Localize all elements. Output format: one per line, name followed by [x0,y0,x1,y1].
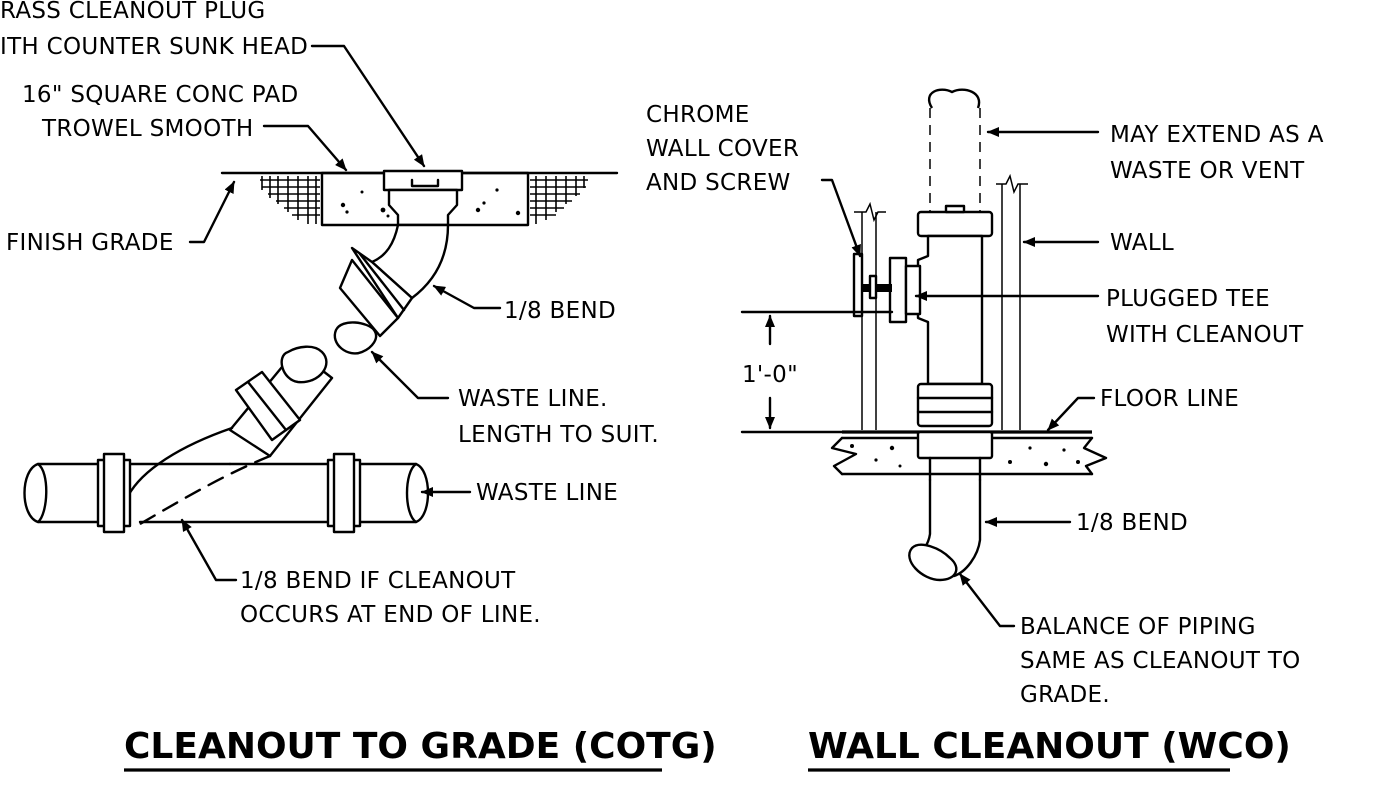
wco-detail [740,88,1108,582]
stack-break-end [928,88,981,109]
main-break-left [23,462,48,524]
label-extend2: WASTE OR VENT [1110,158,1305,184]
label-balance3: GRADE. [1020,682,1110,708]
lower-bend-right [952,478,982,578]
label-chrome3: AND SCREW [646,170,791,196]
label-wall: WALL [1110,230,1174,256]
label-plug-line1: RASS CLEANOUT PLUG [0,0,266,24]
bend-break-end [908,543,958,582]
plugged-tee [916,234,984,386]
wco-labels: CHROME WALL COVER AND SCREW MAY EXTEND A… [646,102,1324,708]
label-finish-grade: FINISH GRADE [6,230,174,256]
upper-pipe-stub [338,258,400,338]
leader-lines [180,44,1100,628]
floor-slab [830,430,1108,476]
lower-bend-outer [126,426,234,498]
cotg-detail [23,169,619,534]
label-pad-line2: TROWEL SMOOTH [41,116,253,142]
cleanout-hub [387,188,459,227]
plug-countersunk-head [410,178,440,188]
lower-stack-coupling [916,382,994,428]
label-balance1: BALANCE OF PIPING [1020,614,1256,640]
dimension-one-foot [740,310,894,434]
main-coupling-right [326,452,362,534]
label-bend-end2: OCCURS AT END OF LINE. [240,602,541,628]
label-waste-line2: LENGTH TO SUIT. [458,422,659,448]
label-floor: FLOOR LINE [1100,386,1239,412]
label-upper-bend: 1/8 BEND [504,298,616,324]
soil-hatch-left [260,176,320,224]
main-coupling-left [96,452,132,534]
floor-sleeve [916,430,994,460]
label-lower-bend: 1/8 BEND [1076,510,1188,536]
main-break-right [405,462,430,524]
upper-stack-coupling [916,210,994,238]
title-wco: WALL CLEANOUT (WCO) [808,726,1291,767]
label-tee2: WITH CLEANOUT [1106,322,1304,348]
lower-bend-dashed [138,454,272,526]
detail-titles: CLEANOUT TO GRADE (COTG) WALL CLEANOUT (… [124,726,1291,772]
title-cotg: CLEANOUT TO GRADE (COTG) [124,726,717,767]
label-chrome1: CHROME [646,102,750,128]
chrome-wall-cover [852,252,864,318]
cotg-labels: RASS CLEANOUT PLUG ITH COUNTER SUNK HEAD… [0,0,659,628]
label-chrome2: WALL COVER [646,136,799,162]
label-waste-line1: WASTE LINE. [458,386,608,412]
riser-break-end [280,345,328,384]
label-dimension: 1'-0" [742,362,798,388]
label-waste-main: WASTE LINE [476,480,618,506]
upper-pipe-break-end [333,321,378,355]
label-plug-line2: ITH COUNTER SUNK HEAD [0,34,308,60]
pad-aggregate [340,188,521,218]
label-pad-line1: 16" SQUARE CONC PAD [22,82,299,108]
label-bend-end1: 1/8 BEND IF CLEANOUT [240,568,516,594]
label-balance2: SAME AS CLEANOUT TO [1020,648,1301,674]
soil-hatch-right [530,176,588,224]
label-tee1: PLUGGED TEE [1106,286,1270,312]
label-extend1: MAY EXTEND AS A [1110,122,1324,148]
